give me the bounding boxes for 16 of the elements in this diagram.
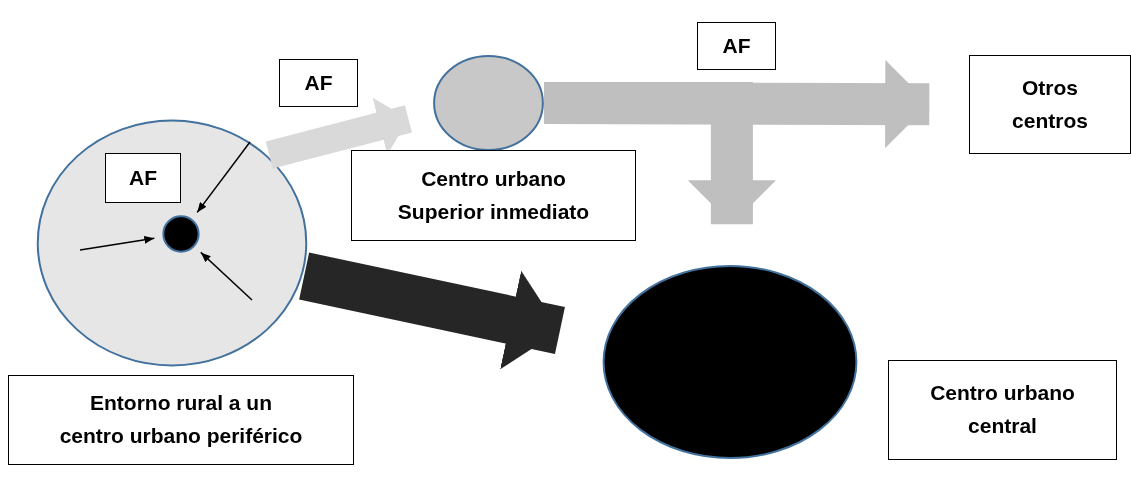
block-arrow bbox=[265, 97, 412, 169]
rural-area-ellipse bbox=[35, 118, 309, 368]
label-box: Centro urbano central bbox=[888, 360, 1117, 460]
central-city-ellipse bbox=[601, 264, 859, 460]
arrow bbox=[200, 251, 253, 301]
label-box: Centro urbano Superior inmediato bbox=[351, 150, 636, 241]
block-arrow bbox=[299, 252, 565, 370]
label-box: Otros centros bbox=[969, 55, 1131, 154]
label-box: AF bbox=[279, 59, 358, 107]
urban-center-circle bbox=[433, 55, 544, 151]
town-dot bbox=[163, 216, 199, 252]
arrow bbox=[79, 235, 156, 251]
label-box: Entorno rural a un centro urbano periférico bbox=[8, 375, 354, 465]
label-box: AF bbox=[105, 153, 181, 203]
arrow bbox=[196, 141, 251, 214]
label-box: AF bbox=[697, 22, 776, 70]
